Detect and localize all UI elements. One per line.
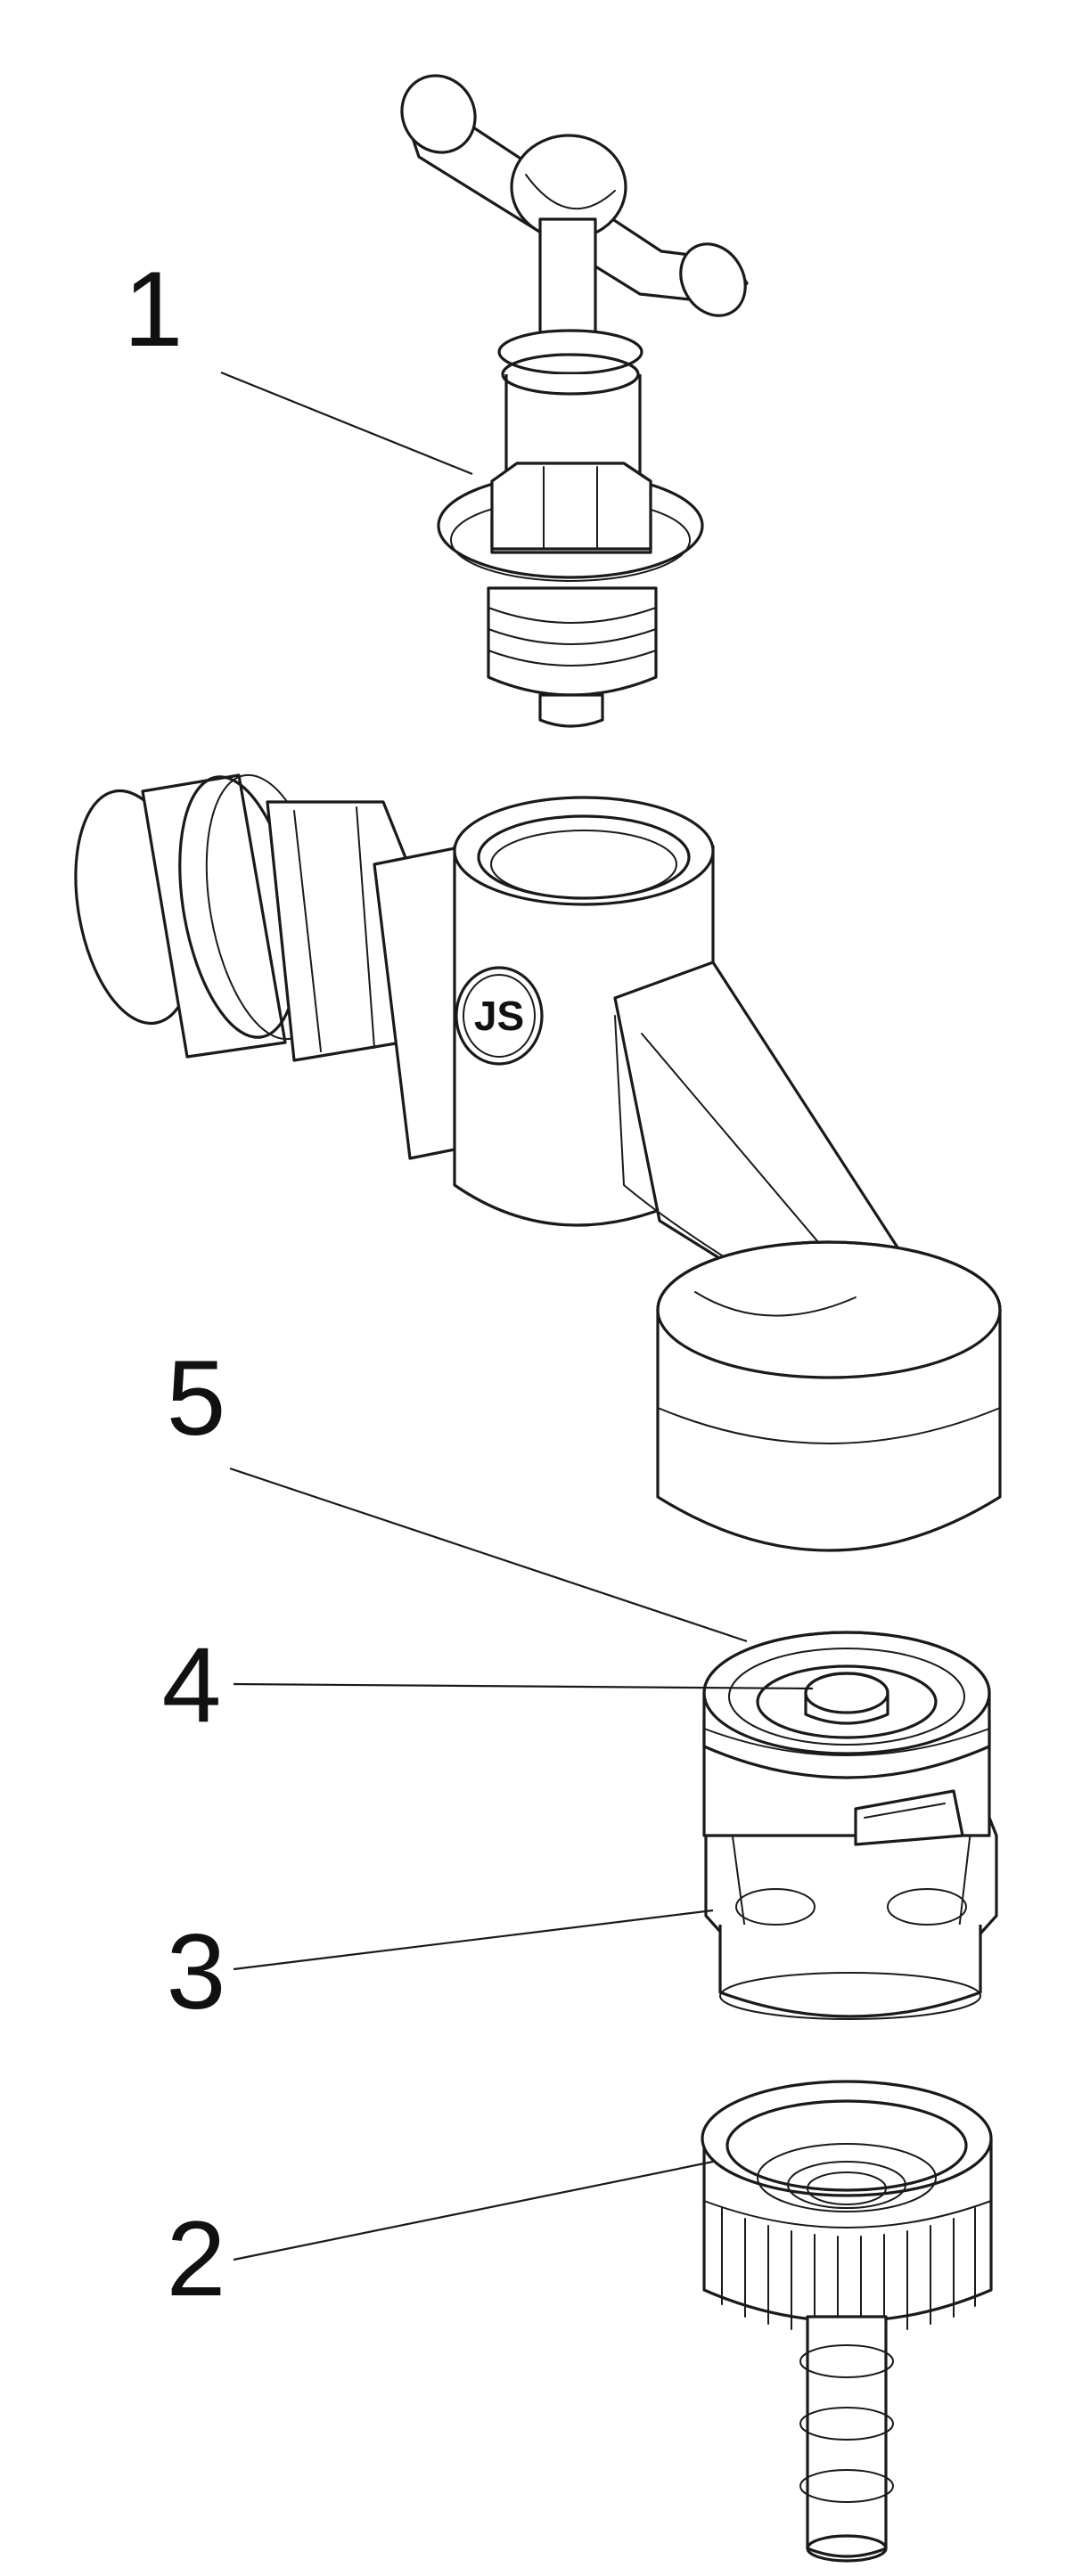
knurl-ridges — [721, 2207, 976, 2335]
leader-4 — [233, 1682, 814, 1690]
callout-labels: 1 5 4 3 2 — [124, 249, 226, 2318]
callout-3: 3 — [167, 1912, 226, 2032]
callout-5: 5 — [167, 1338, 226, 1458]
leader-1 — [220, 371, 473, 476]
part-1-valve-head — [400, 74, 749, 728]
leader-lines — [220, 371, 814, 2261]
tap-body: JS — [74, 773, 1002, 1552]
leader-3 — [233, 1909, 714, 1971]
leader-5 — [229, 1467, 748, 1643]
js-logo: JS — [455, 966, 544, 1066]
part-2-hose-connector — [701, 2080, 993, 2563]
logo-text: JS — [474, 993, 524, 1039]
callout-2: 2 — [167, 2199, 226, 2318]
part-3-4-5-adaptor — [702, 1631, 998, 2020]
leader-2 — [233, 2160, 714, 2261]
callout-1: 1 — [124, 249, 184, 369]
callout-4: 4 — [162, 1625, 222, 1745]
